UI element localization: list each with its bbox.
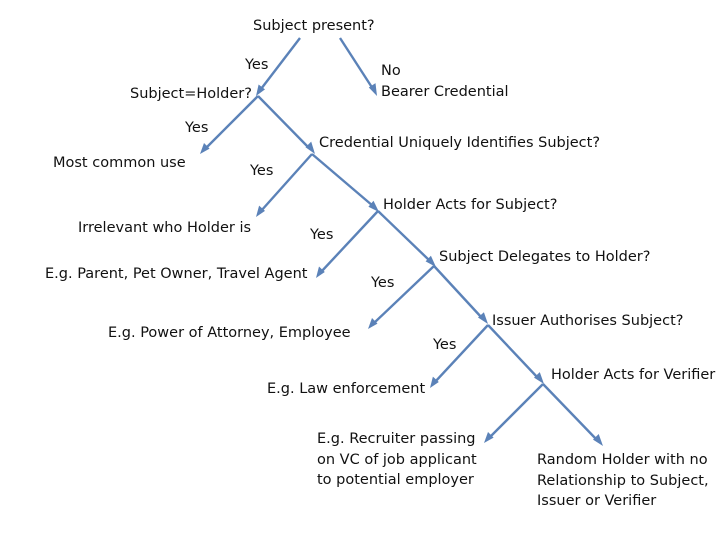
edge-yes-power-attorney bbox=[373, 265, 435, 324]
node-irrelevant-holder: Irrelevant who Holder is bbox=[78, 220, 252, 236]
arrowhead bbox=[200, 143, 210, 154]
edge-no-holder-acts bbox=[311, 153, 374, 207]
node-random-holder: Random Holder with no Relationship to Su… bbox=[537, 452, 709, 509]
edge-label-yes: Yes bbox=[185, 120, 209, 136]
node-law-enforcement: E.g. Law enforcement bbox=[267, 381, 426, 397]
edge-no-uniquely bbox=[257, 95, 310, 149]
edge-no-bearer bbox=[338, 37, 375, 90]
node-subject-delegates: Subject Delegates to Holder? bbox=[439, 249, 651, 265]
node-holder-acts-verifier: Holder Acts for Verifier bbox=[551, 367, 716, 383]
node-bearer-credential: No Bearer Credential bbox=[381, 63, 509, 100]
edge-label-yes: Yes bbox=[433, 337, 457, 353]
node-uniquely-identifies: Credential Uniquely Identifies Subject? bbox=[319, 135, 601, 151]
arrowhead bbox=[256, 84, 265, 96]
node-holder-acts-subject: Holder Acts for Subject? bbox=[383, 197, 558, 213]
arrowhead bbox=[425, 255, 436, 267]
node-subject-holder: Subject=Holder? bbox=[130, 86, 252, 102]
arrows bbox=[200, 37, 603, 446]
edge-yes-recruiter bbox=[489, 383, 544, 438]
arrowhead bbox=[256, 205, 265, 217]
edge-label-yes: Yes bbox=[250, 163, 274, 179]
node-parent-example: E.g. Parent, Pet Owner, Travel Agent bbox=[45, 266, 308, 282]
node-recruiter: E.g. Recruiter passing on VC of job appl… bbox=[317, 431, 477, 488]
arrowhead bbox=[593, 434, 603, 446]
arrowhead bbox=[430, 376, 439, 388]
arrowhead bbox=[316, 266, 325, 278]
edge-label-yes: Yes bbox=[245, 57, 269, 73]
edge-yes-irrelevant bbox=[260, 153, 313, 212]
edge-no-delegates bbox=[377, 210, 431, 262]
edge-no-issuer bbox=[433, 265, 483, 319]
arrowhead bbox=[484, 432, 494, 443]
node-subject-present: Subject present? bbox=[253, 18, 375, 34]
arrowhead bbox=[368, 318, 378, 329]
node-issuer-authorises: Issuer Authorises Subject? bbox=[492, 313, 684, 329]
arrowhead bbox=[368, 200, 379, 212]
edge-no-verifier bbox=[487, 324, 539, 379]
edge-yes-subject-holder bbox=[260, 37, 301, 90]
edge-yes-law bbox=[434, 324, 489, 383]
edge-no-random-holder bbox=[542, 383, 598, 441]
arrowhead bbox=[534, 372, 544, 384]
edge-label-yes: Yes bbox=[371, 275, 395, 291]
edge-yes-parent bbox=[320, 210, 379, 273]
edge-label-yes: Yes bbox=[310, 227, 334, 243]
arrowhead bbox=[368, 83, 377, 96]
node-most-common-use: Most common use bbox=[53, 155, 186, 171]
arrowhead bbox=[305, 141, 315, 154]
node-power-attorney: E.g. Power of Attorney, Employee bbox=[108, 325, 351, 341]
edge-yes-most-common bbox=[205, 95, 259, 149]
arrowhead bbox=[478, 312, 488, 324]
